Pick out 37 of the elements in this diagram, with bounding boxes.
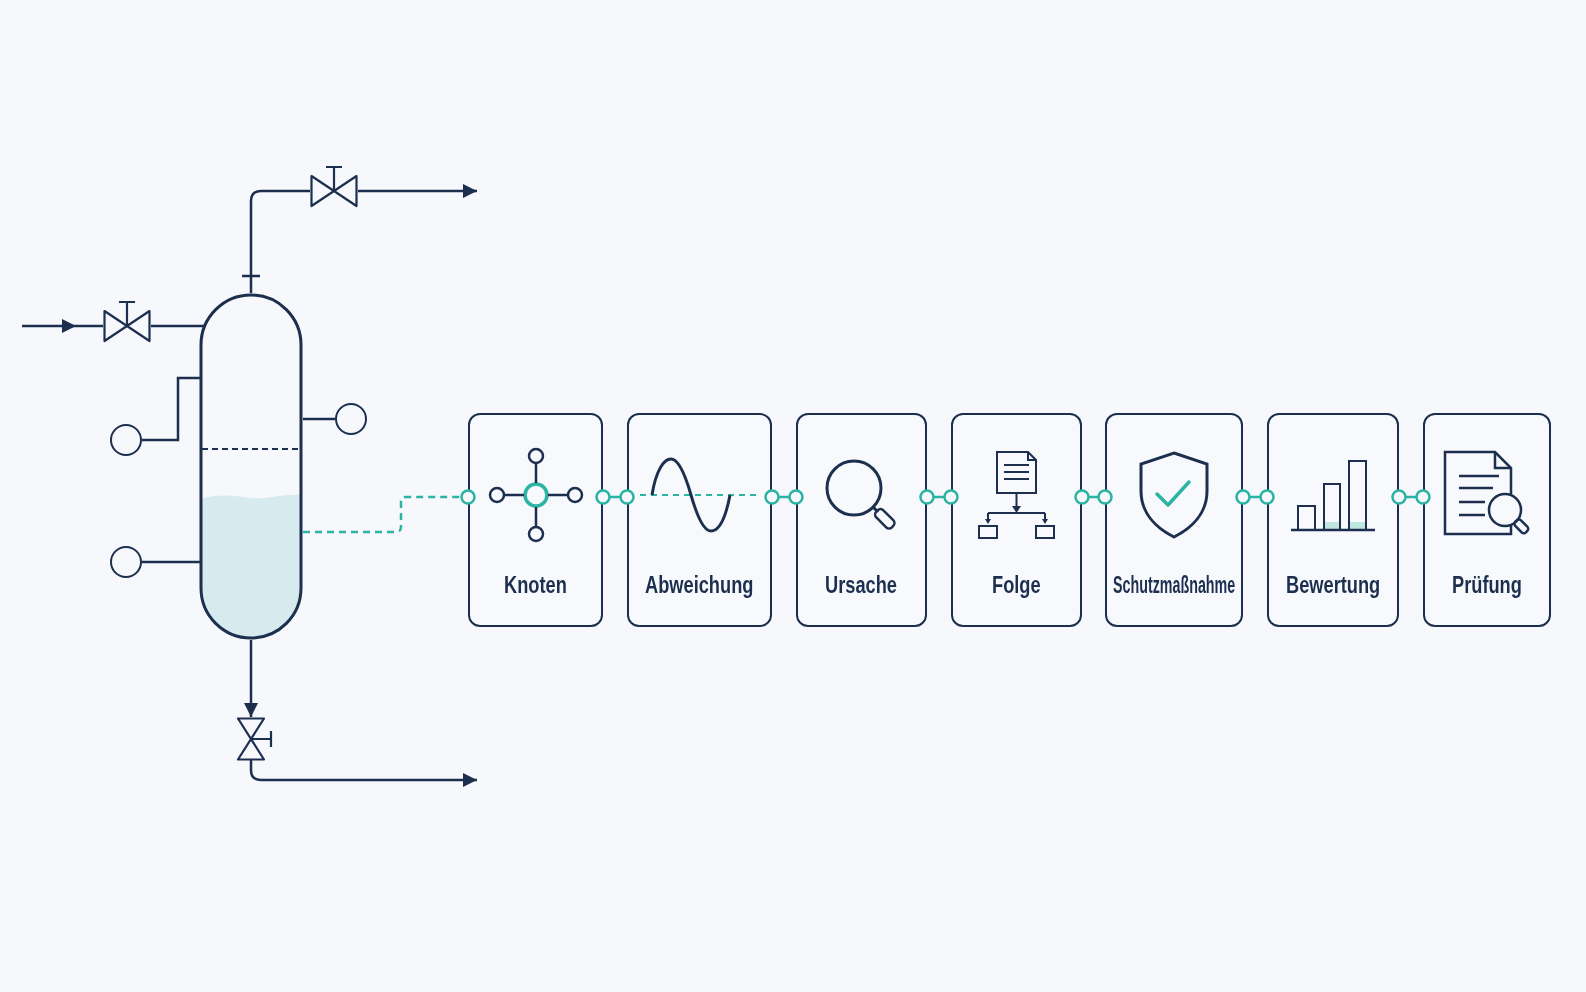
step-card (1105, 413, 1243, 627)
connector-line (595, 489, 635, 505)
step-card (796, 413, 927, 627)
process-vessel (199, 293, 303, 640)
instrument-circle (335, 403, 367, 435)
step-label: Knoten (503, 571, 567, 599)
step-card (1267, 413, 1399, 627)
dashed-connector (303, 489, 476, 534)
flow-arrow (22, 319, 103, 333)
step-label: Ursache (825, 571, 898, 599)
pipe-line (142, 376, 200, 442)
instrument-circle (110, 424, 142, 456)
flow-arrow (358, 184, 477, 198)
step-card (951, 413, 1082, 627)
connector-line (764, 489, 804, 505)
connector-line (1235, 489, 1275, 505)
connector-line (1074, 489, 1113, 505)
step-label: Folge (992, 571, 1041, 599)
valve-symbol (236, 717, 274, 761)
step-card (468, 413, 603, 627)
instrument-circle (110, 546, 142, 578)
pipe-line (303, 417, 335, 421)
pipe-line (249, 189, 310, 293)
valve-symbol (310, 165, 358, 209)
connector-line (919, 489, 959, 505)
step-card (627, 413, 772, 627)
pipe-line (142, 560, 200, 564)
connector-line (1391, 489, 1431, 505)
step-label: Schutzmaßnahme (1113, 571, 1236, 599)
step-label: Abweichung (645, 571, 754, 599)
step-label: Prüfung (1452, 571, 1522, 599)
flow-arrow (244, 640, 258, 717)
flow-arrow (249, 760, 477, 787)
valve-symbol (103, 300, 151, 344)
step-card (1423, 413, 1551, 627)
step-label: Bewertung (1285, 571, 1381, 599)
pipe-line (151, 324, 204, 328)
